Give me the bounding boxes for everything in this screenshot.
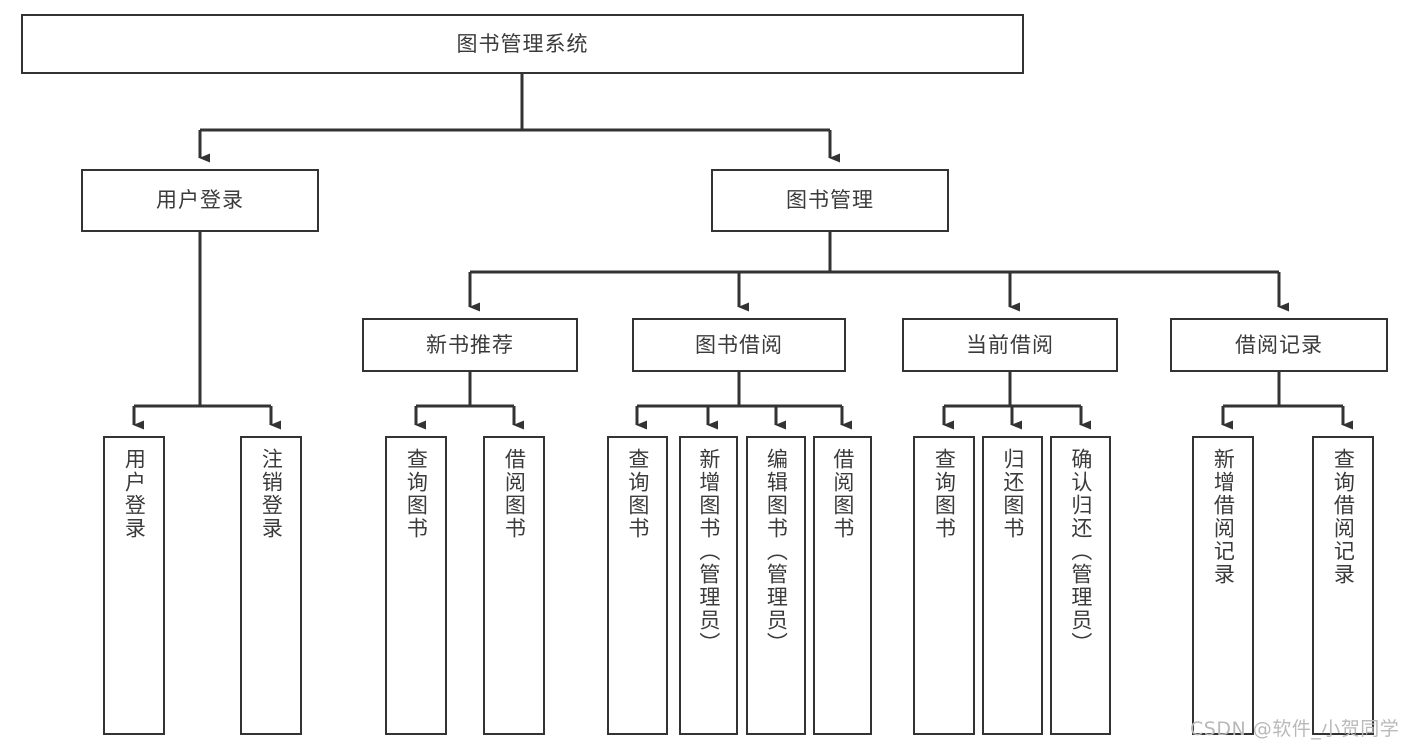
leaf-add-borrow-record-inner: 新增借阅记录: [1194, 448, 1252, 586]
node-book-borrow-label: 图书借阅: [695, 332, 783, 357]
node-book-management[interactable]: 图书管理: [711, 169, 949, 232]
leaf-add-book-admin-label: 新增图书（管理员）: [696, 448, 721, 655]
leaf-confirm-return-admin-label: 确认归还（管理员）: [1068, 448, 1093, 655]
leaf-logout-label: 注销登录: [259, 448, 284, 540]
book-manage-connectors: [468, 232, 1289, 312]
node-root-label: 图书管理系统: [456, 31, 589, 56]
leaf-borrow-book-recommend-label: 借阅图书: [502, 448, 527, 540]
leaf-add-book-admin[interactable]: 新增图书（管理员）: [679, 436, 738, 735]
csdn-watermark: CSDN @软件_小贺同学: [1190, 718, 1400, 740]
leaf-query-book-borrow-inner: 查询图书: [609, 448, 666, 540]
leaf-logout-inner: 注销登录: [242, 448, 300, 540]
node-book-management-label: 图书管理: [786, 188, 874, 212]
new-book-connectors: [414, 372, 524, 430]
leaf-borrow-book-recommend[interactable]: 借阅图书: [483, 436, 545, 735]
leaf-query-book-current[interactable]: 查询图书: [913, 436, 975, 735]
node-root[interactable]: 图书管理系统: [21, 14, 1024, 74]
leaf-user-login-label: 用户登录: [122, 448, 147, 540]
node-user-login[interactable]: 用户登录: [81, 169, 319, 232]
leaf-query-book-recommend-inner: 查询图书: [387, 448, 445, 540]
leaf-query-borrow-record[interactable]: 查询借阅记录: [1312, 436, 1374, 735]
node-borrow-record[interactable]: 借阅记录: [1170, 318, 1388, 372]
leaf-query-borrow-record-inner: 查询借阅记录: [1314, 448, 1372, 586]
leaf-add-book-admin-inner: 新增图书（管理员）: [681, 448, 736, 655]
current-borrow-connectors: [942, 372, 1091, 430]
node-current-borrow-label: 当前借阅: [966, 332, 1054, 357]
node-borrow-record-label: 借阅记录: [1235, 332, 1323, 357]
leaf-edit-book-admin-inner: 编辑图书（管理员）: [748, 448, 804, 655]
leaf-borrow-book-label: 借阅图书: [830, 448, 855, 540]
leaf-return-book-inner: 归还图书: [984, 448, 1041, 540]
root-connectors: [198, 74, 840, 163]
leaf-confirm-return-admin[interactable]: 确认归还（管理员）: [1050, 436, 1111, 735]
leaf-logout[interactable]: 注销登录: [240, 436, 302, 735]
leaf-query-book-recommend-label: 查询图书: [404, 448, 429, 540]
node-new-book-recommend-label: 新书推荐: [426, 332, 514, 357]
leaf-query-book-borrow[interactable]: 查询图书: [607, 436, 668, 735]
leaf-query-book-current-inner: 查询图书: [915, 448, 973, 540]
node-book-borrow[interactable]: 图书借阅: [632, 318, 846, 372]
node-new-book-recommend[interactable]: 新书推荐: [362, 318, 578, 372]
leaf-user-login[interactable]: 用户登录: [103, 436, 165, 735]
leaf-add-borrow-record[interactable]: 新增借阅记录: [1192, 436, 1254, 735]
user-login-connectors: [132, 232, 281, 430]
leaf-borrow-book-recommend-inner: 借阅图书: [485, 448, 543, 540]
leaf-return-book[interactable]: 归还图书: [982, 436, 1043, 735]
leaf-confirm-return-admin-inner: 确认归还（管理员）: [1052, 448, 1109, 655]
leaf-query-borrow-record-label: 查询借阅记录: [1331, 448, 1356, 586]
node-current-borrow[interactable]: 当前借阅: [902, 318, 1118, 372]
leaf-borrow-book-inner: 借阅图书: [815, 448, 870, 540]
leaf-query-book-borrow-label: 查询图书: [625, 448, 650, 540]
leaf-add-borrow-record-label: 新增借阅记录: [1211, 448, 1236, 586]
leaf-edit-book-admin[interactable]: 编辑图书（管理员）: [746, 436, 806, 735]
leaf-query-book-current-label: 查询图书: [932, 448, 957, 540]
leaf-return-book-label: 归还图书: [1000, 448, 1025, 540]
leaf-user-login-inner: 用户登录: [105, 448, 163, 540]
borrow-record-connectors: [1221, 372, 1353, 430]
leaf-query-book-recommend[interactable]: 查询图书: [385, 436, 447, 735]
leaf-borrow-book[interactable]: 借阅图书: [813, 436, 872, 735]
node-user-login-label: 用户登录: [156, 188, 244, 212]
leaf-edit-book-admin-label: 编辑图书（管理员）: [764, 448, 789, 655]
borrow-book-connectors: [635, 372, 852, 430]
